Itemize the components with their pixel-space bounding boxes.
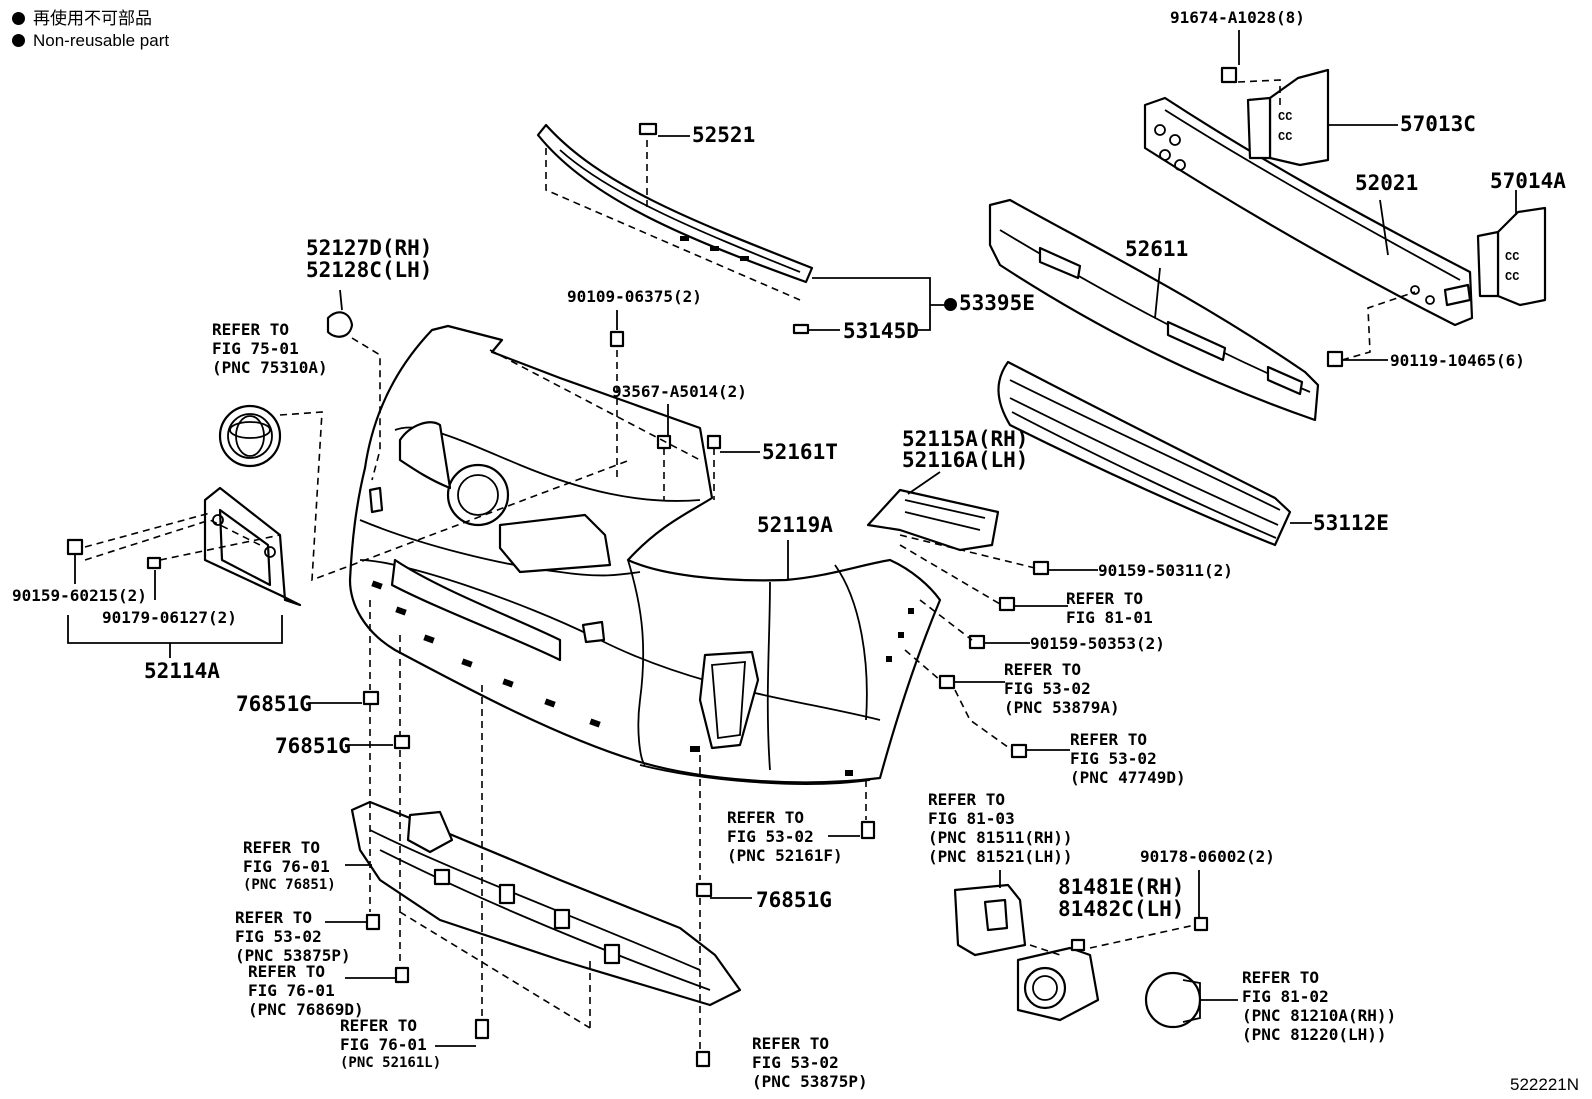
callout-76851g-1: 76851G [236, 692, 312, 716]
license-bracket [203, 486, 302, 607]
callout-52127d: 52127D(RH) [306, 236, 433, 260]
callout-90159-50353: 90159-50353(2) [1030, 634, 1165, 653]
callout-53395e: 53395E [944, 292, 1035, 314]
filled-circle-icon [944, 298, 957, 311]
energy-absorber [988, 198, 1320, 422]
callout-76851g-3: 76851G [756, 888, 832, 912]
callout-53112e: 53112E [1313, 511, 1389, 535]
assembly-dash-lines [84, 79, 1416, 1050]
svg-text:CC: CC [1505, 250, 1519, 264]
svg-text:CC: CC [1278, 130, 1292, 144]
refer-fig-81-02: REFER TO FIG 81-02 (PNC 81210A(RH)) (PNC… [1242, 968, 1397, 1044]
refer-fig-76-01-76869d: REFER TO FIG 76-01 (PNC 76869D) [248, 962, 364, 1019]
legend: 再使用不可部品 Non-reusable part [12, 8, 169, 52]
callout-52115a: 52115A(RH) [902, 427, 1029, 451]
fog-lamp-housing [1016, 938, 1100, 1022]
filled-circle-icon [12, 12, 25, 25]
callout-90159-60215: 90159-60215(2) [12, 586, 147, 605]
refer-fig-53-02-53875p-2: REFER TO FIG 53-02 (PNC 53875P) [752, 1034, 868, 1091]
callout-90109: 90109-06375(2) [567, 287, 702, 306]
under-cover [350, 800, 742, 1007]
callout-57013c: 57013C [1400, 112, 1476, 136]
callout-81481e: 81481E(RH) [1058, 875, 1185, 899]
refer-fig-81-03: REFER TO FIG 81-03 (PNC 81511(RH)) (PNC … [928, 790, 1073, 866]
bracket-57014a: CC CC [1476, 206, 1547, 307]
refer-fig-53-02-47749d: REFER TO FIG 53-02 (PNC 47749D) [1070, 730, 1186, 787]
upper-molding [536, 123, 814, 284]
callout-57014a: 57014A [1490, 169, 1566, 193]
refer-fig-76-01-76851: REFER TO FIG 76-01 (PNC 76851) [243, 838, 336, 893]
callout-76851g-2: 76851G [275, 734, 351, 758]
callout-81482c: 81482C(LH) [1058, 897, 1185, 921]
refer-fig-76-01-52161l: REFER TO FIG 76-01 (PNC 52161L) [340, 1016, 442, 1071]
callout-53145d: 53145D [843, 319, 919, 343]
lower-grille [997, 360, 1292, 547]
callout-90179: 90179-06127(2) [102, 608, 237, 627]
refer-fig-53-02-53875p: REFER TO FIG 53-02 (PNC 53875P) [235, 908, 351, 965]
legend-item-jp: 再使用不可部品 [12, 8, 169, 30]
callout-52116a: 52116A(LH) [902, 448, 1029, 472]
garnish-cap [326, 311, 354, 338]
callout-52021: 52021 [1355, 171, 1419, 195]
callout-52611: 52611 [1125, 237, 1189, 261]
fog-lamp-bulb-cover [1144, 971, 1202, 1029]
refer-fig-53-02-52161f: REFER TO FIG 53-02 (PNC 52161F) [727, 808, 843, 865]
legend-item-en: Non-reusable part [12, 30, 169, 52]
filled-circle-icon [12, 34, 25, 47]
callout-90178: 90178-06002(2) [1140, 847, 1275, 866]
callout-91674: 91674-A1028(8) [1170, 8, 1305, 27]
callout-52114a: 52114A [144, 659, 220, 683]
emblem [218, 404, 282, 468]
callout-52119a: 52119A [757, 513, 833, 537]
callout-52521: 52521 [692, 123, 756, 147]
bumper-cover [348, 324, 942, 785]
fog-lamp-bezel [953, 883, 1027, 957]
callout-90159-50311: 90159-50311(2) [1098, 561, 1233, 580]
refer-fig-75-01: REFER TO FIG 75-01 (PNC 75310A) [212, 320, 328, 377]
refer-fig-53-02-53879a: REFER TO FIG 53-02 (PNC 53879A) [1004, 660, 1120, 717]
callout-52128c: 52128C(LH) [306, 258, 433, 282]
leader-lines [67, 30, 1517, 1047]
callout-90119: 90119-10465(6) [1390, 351, 1525, 370]
svg-text:CC: CC [1278, 110, 1292, 124]
callout-93567: 93567-A5014(2) [612, 382, 747, 401]
figure-id: 522221N [1510, 1075, 1580, 1094]
callout-52161t: 52161T [762, 440, 838, 464]
refer-fig-81-01: REFER TO FIG 81-01 [1066, 589, 1153, 627]
side-retainer [866, 488, 1000, 552]
svg-text:CC: CC [1505, 270, 1519, 284]
bracket-57013c: CC CC [1246, 68, 1330, 167]
